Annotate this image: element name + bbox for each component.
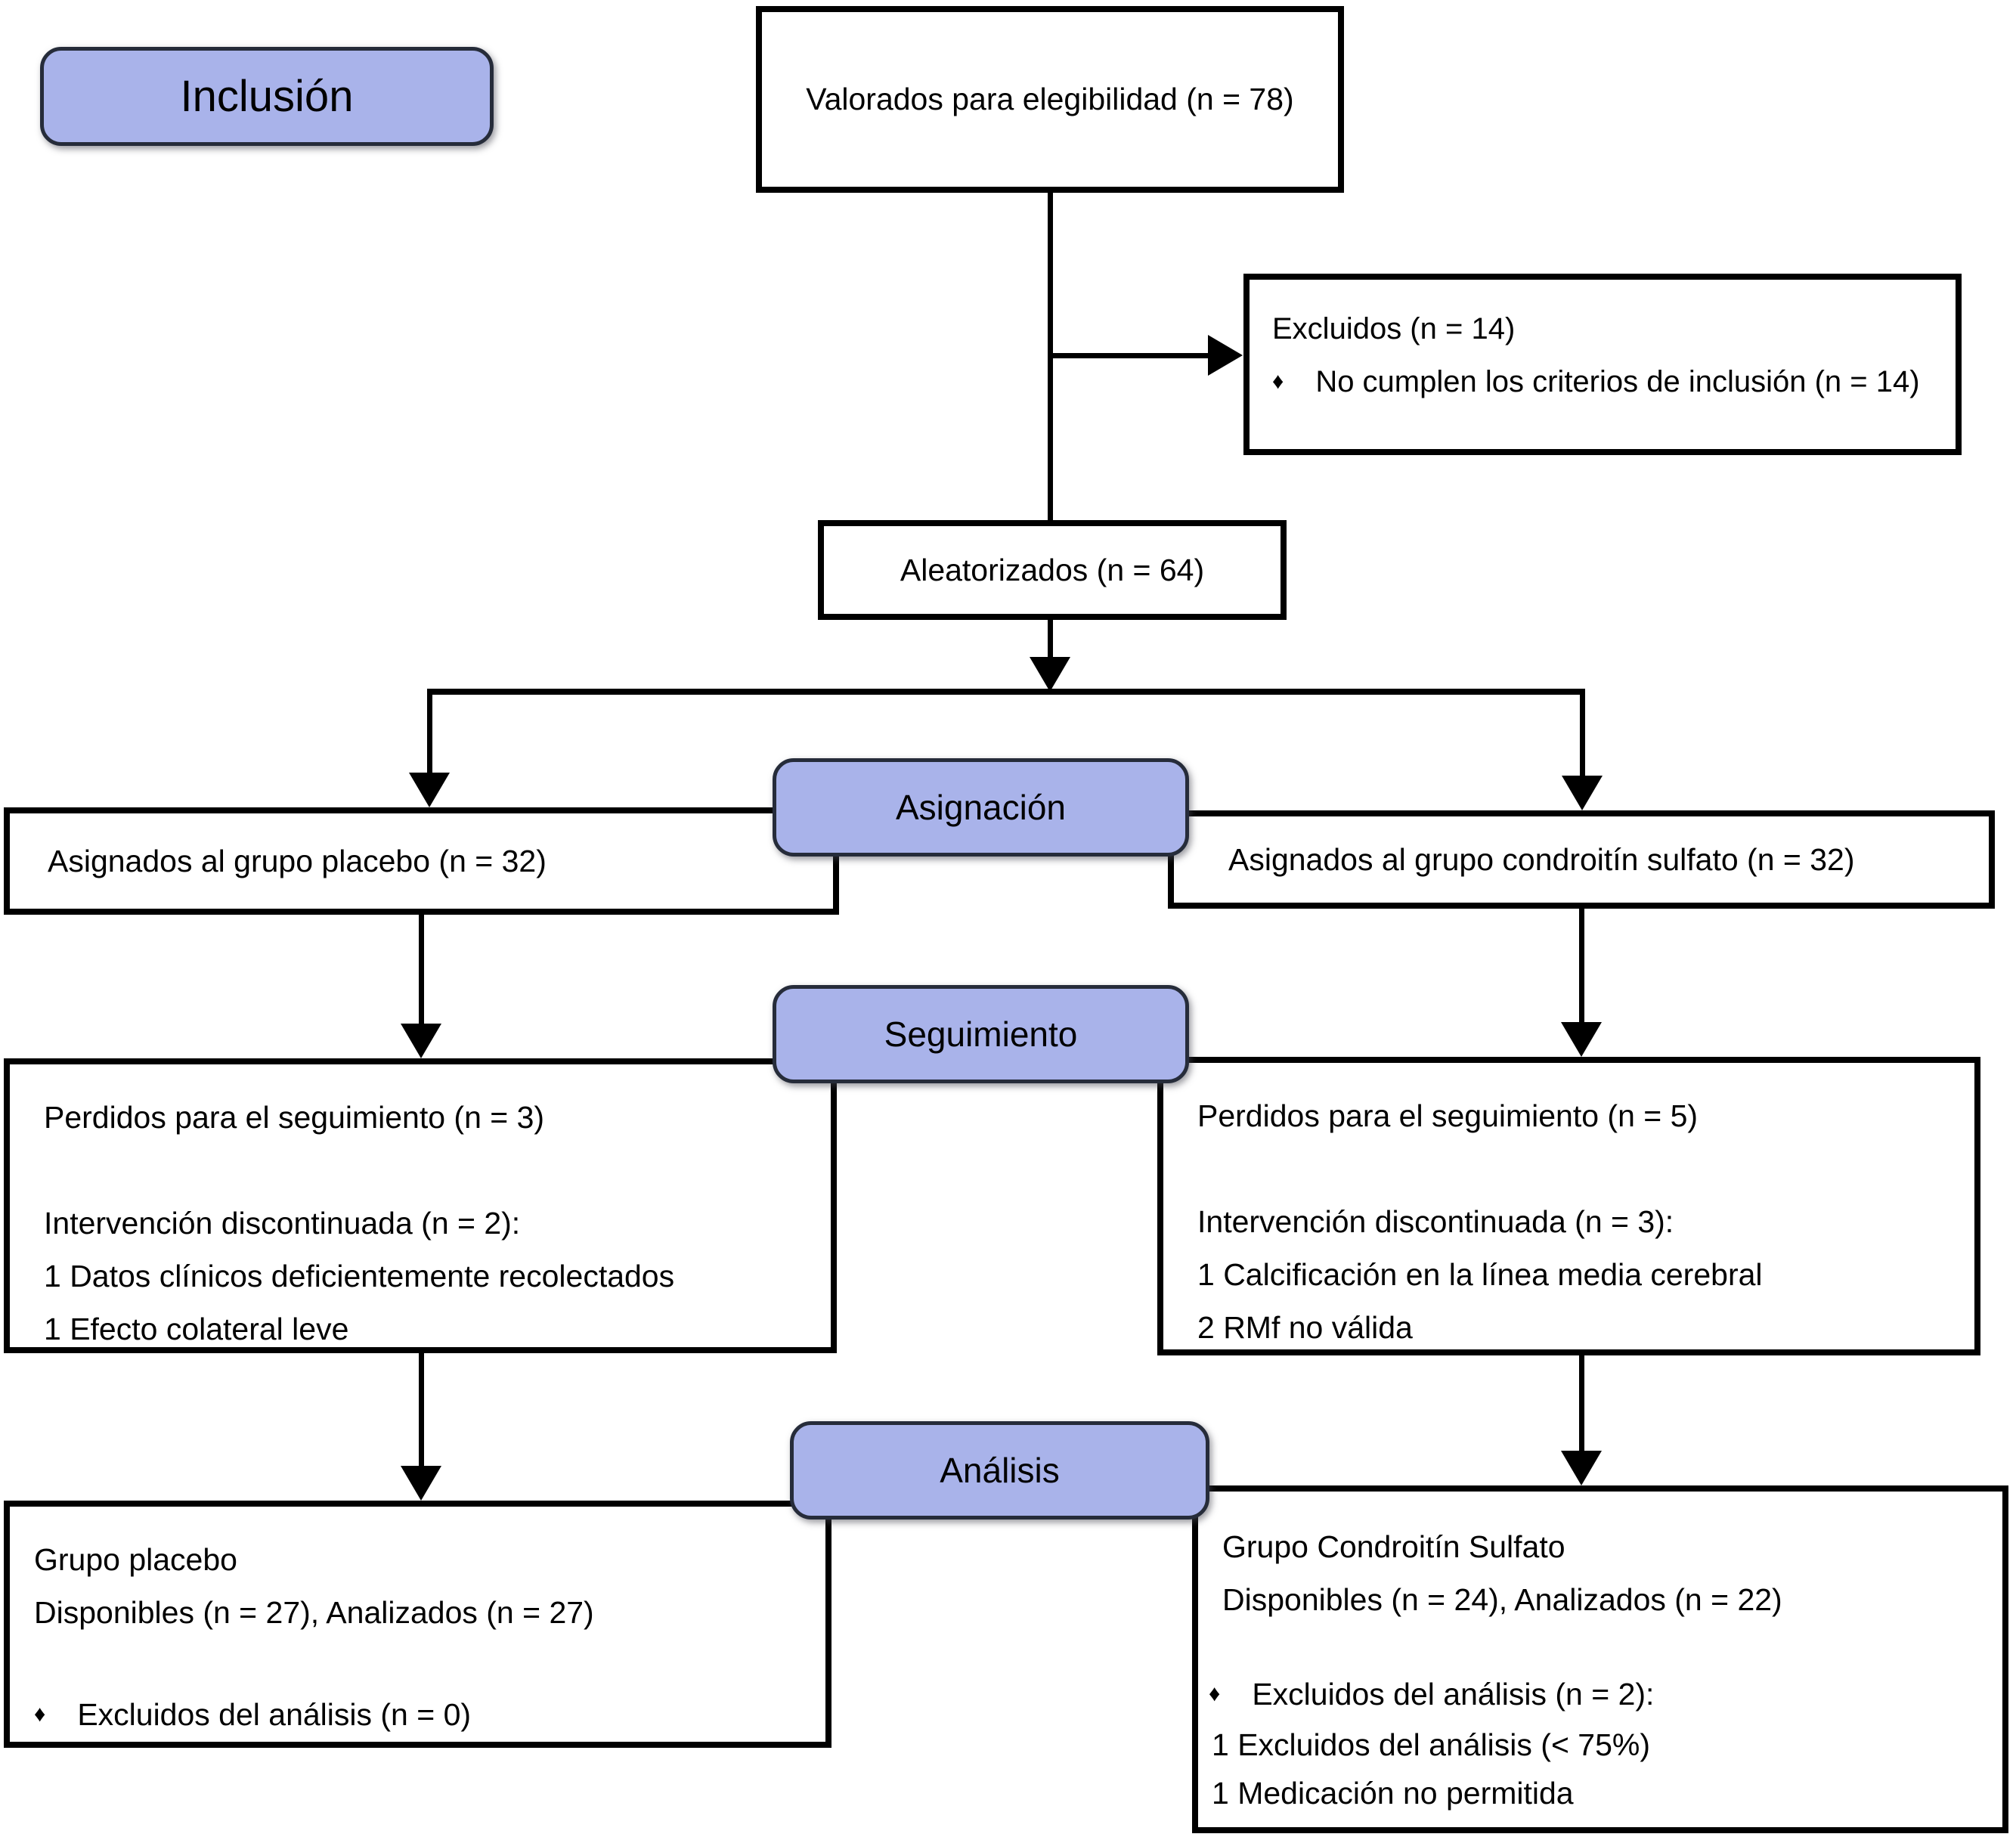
diamond-bullet-icon: ♦ xyxy=(34,1702,46,1727)
connector-to-excluded xyxy=(1048,353,1209,358)
excluded-bullet-row: ♦ No cumplen los criterios de inclusión … xyxy=(1272,355,1948,408)
excluded-bullet-text: No cumplen los criterios de inclusión (n… xyxy=(1315,364,1920,398)
arrowhead-down-icon xyxy=(401,1024,441,1058)
analysis-placebo-bullet-row: ♦ Excluidos del análisis (n = 0) xyxy=(34,1688,818,1741)
analysis-chondroitin-line2: Disponibles (n = 24), Analizados (n = 22… xyxy=(1222,1581,1782,1617)
stage-label-inclusion: Inclusión xyxy=(40,47,494,146)
analysis-chondroitin-bullet-row: ♦ Excluidos del análisis (n = 2): xyxy=(1209,1668,1995,1721)
followup-chondroitin-sub1: 1 Calcificación en la línea media cerebr… xyxy=(1197,1256,1763,1292)
analysis-chondroitin-bullet-text: Excluidos del análisis (n = 2): xyxy=(1252,1676,1655,1712)
analysis-placebo-line1: Grupo placebo xyxy=(34,1541,237,1577)
analysis-chondroitin-box: Grupo Condroitín Sulfato Disponibles (n … xyxy=(1192,1485,2008,1833)
diamond-bullet-icon: ♦ xyxy=(1272,369,1284,394)
arrowhead-right-icon xyxy=(1208,335,1243,376)
stage-label-allocation: Asignación xyxy=(773,758,1189,857)
followup-placebo-line2: Intervención discontinuada (n = 2): xyxy=(44,1205,521,1241)
analysis-placebo-line2: Disponibles (n = 27), Analizados (n = 27… xyxy=(34,1594,594,1630)
followup-chondroitin-line2: Intervención discontinuada (n = 3): xyxy=(1197,1203,1674,1239)
arrowhead-down-icon xyxy=(401,1466,441,1501)
connector-placebo-to-followup xyxy=(419,915,424,1024)
arrowhead-down-icon xyxy=(1561,1451,1602,1485)
analysis-placebo-bullet-text: Excluidos del análisis (n = 0) xyxy=(77,1696,472,1732)
connector-split-to-chondroitin xyxy=(1580,689,1585,776)
allocated-placebo-box: Asignados al grupo placebo (n = 32) xyxy=(4,807,839,915)
excluded-box: Excluidos (n = 14) ♦ No cumplen los crit… xyxy=(1243,274,1962,455)
followup-placebo-box: Perdidos para el seguimiento (n = 3) Int… xyxy=(4,1058,837,1353)
excluded-title: Excluidos (n = 14) xyxy=(1272,311,1516,345)
randomized-box: Aleatorizados (n = 64) xyxy=(818,520,1287,620)
eligibility-box: Valorados para elegibilidad (n = 78) xyxy=(756,6,1344,193)
followup-chondroitin-sub2: 2 RMf no válida xyxy=(1197,1309,1413,1345)
stage-label-followup: Seguimiento xyxy=(773,985,1189,1083)
blank-line xyxy=(1197,1142,1967,1195)
connector-followup-to-analysis-left xyxy=(419,1353,424,1467)
split-line xyxy=(427,689,1585,695)
followup-chondroitin-line1: Perdidos para el seguimiento (n = 5) xyxy=(1197,1098,1699,1133)
arrowhead-down-icon xyxy=(1561,1022,1602,1057)
blank-line xyxy=(44,1144,823,1197)
followup-placebo-sub2: 1 Efecto colateral leve xyxy=(44,1311,349,1346)
arrowhead-down-icon xyxy=(1030,657,1070,692)
analysis-chondroitin-line1: Grupo Condroitín Sulfato xyxy=(1222,1529,1565,1564)
arrowhead-down-icon xyxy=(409,773,450,807)
connector-chondroitin-to-followup xyxy=(1579,909,1584,1023)
allocated-chondroitin-box: Asignados al grupo condroitín sulfato (n… xyxy=(1168,810,1995,909)
stage-label-analysis: Análisis xyxy=(790,1421,1209,1519)
followup-chondroitin-box: Perdidos para el seguimiento (n = 5) Int… xyxy=(1157,1057,1980,1355)
arrowhead-down-icon xyxy=(1562,776,1603,810)
analysis-chondroitin-sub2: 1 Medicación no permitida xyxy=(1212,1775,1574,1811)
analysis-placebo-box: Grupo placebo Disponibles (n = 27), Anal… xyxy=(4,1501,831,1748)
connector-split-to-placebo xyxy=(427,689,432,773)
diamond-bullet-icon: ♦ xyxy=(1209,1681,1221,1706)
followup-placebo-sub1: 1 Datos clínicos deficientemente recolec… xyxy=(44,1258,675,1293)
connector-followup-to-analysis-right xyxy=(1579,1355,1584,1451)
analysis-chondroitin-sub1: 1 Excluidos del análisis (< 75%) xyxy=(1212,1727,1650,1762)
followup-placebo-line1: Perdidos para el seguimiento (n = 3) xyxy=(44,1099,545,1135)
connector-randomized-to-split xyxy=(1048,620,1053,661)
